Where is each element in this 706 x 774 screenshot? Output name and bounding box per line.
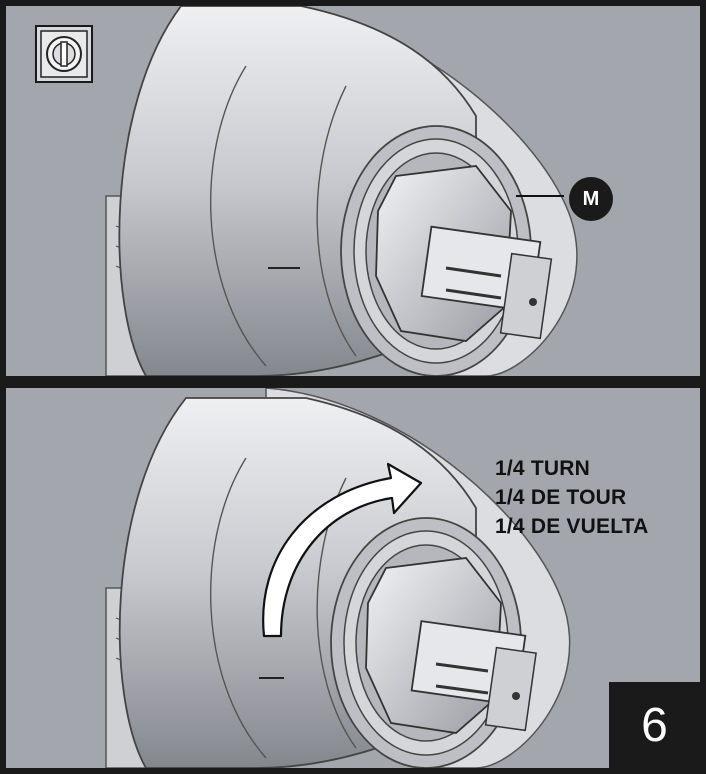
instruction-es: 1/4 DE VUELTA bbox=[495, 515, 649, 538]
valve-cartridge-illustration-top bbox=[105, 6, 578, 376]
curved-rotation-arrow-icon bbox=[262, 462, 423, 638]
top-panel: M bbox=[6, 6, 700, 376]
quarter-turn-instructions: 1/4 TURN 1/4 DE TOUR 1/4 DE VUELTA bbox=[495, 454, 649, 541]
callout-m: M bbox=[569, 177, 613, 221]
instruction-en: 1/4 TURN bbox=[495, 457, 590, 480]
instruction-fr: 1/4 DE TOUR bbox=[495, 486, 627, 509]
valve-cartridge-illustration-bottom bbox=[105, 388, 571, 768]
bottom-panel: 1/4 TURN 1/4 DE TOUR 1/4 DE VUELTA 6 bbox=[6, 388, 700, 768]
cartridge-top-view-icon bbox=[35, 25, 93, 83]
step-number-badge: 6 bbox=[609, 682, 700, 768]
